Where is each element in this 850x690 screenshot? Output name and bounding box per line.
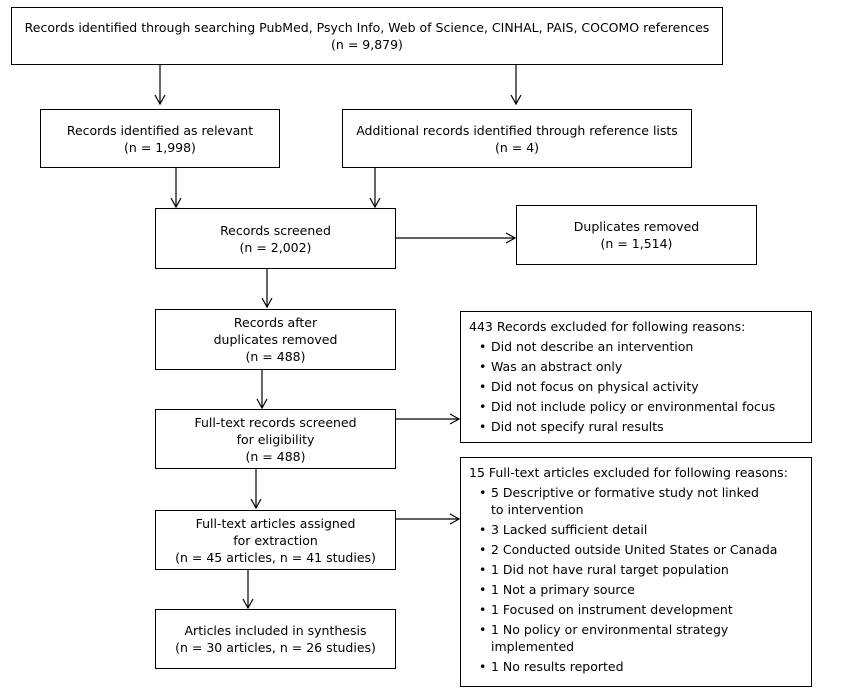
fulltext-screened-line2: for eligibility (236, 431, 315, 447)
records-identified-box: Records identified through searching Pub… (11, 7, 723, 65)
fulltext-excluded-heading: 15 Full-text articles excluded for follo… (469, 465, 788, 480)
records-screened-box: Records screened (n = 2,002) (155, 208, 396, 269)
list-item: 1 Focused on instrument development (469, 601, 803, 618)
additional-records-count: (n = 4) (494, 139, 540, 155)
list-item: Did not specify rural results (469, 418, 803, 435)
list-item: Was an abstract only (469, 358, 803, 375)
records-after-line2: duplicates removed (213, 332, 338, 347)
articles-included-title: Articles included in synthesis (184, 623, 367, 638)
list-item: 1 No policy or environmental strategy im… (469, 621, 741, 655)
list-item: Did not include policy or environmental … (469, 398, 803, 415)
records-identified-count: (n = 9,879) (331, 37, 403, 52)
articles-assigned-line2: for extraction (233, 532, 318, 548)
list-item: 3 Lacked sufficient detail (469, 521, 803, 538)
duplicates-removed-title: Duplicates removed (573, 219, 700, 234)
fulltext-screened-line1: Full-text records screened (194, 414, 357, 430)
records-after-count: (n = 488) (245, 349, 306, 364)
records-relevant-title: Records identified as relevant (66, 122, 254, 138)
records-excluded-box: 443 Records excluded for following reaso… (460, 311, 812, 443)
fulltext-excluded-list: 5 Descriptive or formative study not lin… (469, 484, 803, 675)
articles-assigned-box: Full-text articles assigned for extracti… (155, 510, 396, 570)
list-item: 2 Conducted outside United States or Can… (469, 541, 803, 558)
additional-records-title: Additional records identified through re… (356, 122, 678, 138)
records-screened-title: Records screened (220, 222, 331, 238)
duplicates-removed-count: (n = 1,514) (600, 236, 673, 251)
articles-assigned-count: (n = 45 articles, n = 41 studies) (175, 549, 376, 565)
list-item: 1 No results reported (469, 658, 803, 675)
records-relevant-box: Records identified as relevant (n = 1,99… (40, 109, 280, 168)
fulltext-screened-count: (n = 488) (245, 448, 306, 464)
fulltext-screened-box: Full-text records screened for eligibili… (155, 409, 396, 469)
articles-included-box: Articles included in synthesis (n = 30 a… (155, 609, 396, 669)
records-identified-title: Records identified through searching Pub… (24, 20, 710, 35)
additional-records-box: Additional records identified through re… (342, 109, 692, 168)
records-screened-count: (n = 2,002) (239, 239, 312, 255)
articles-assigned-line1: Full-text articles assigned (195, 515, 356, 531)
records-excluded-heading: 443 Records excluded for following reaso… (469, 319, 746, 334)
duplicates-removed-box: Duplicates removed (n = 1,514) (516, 205, 757, 265)
list-item: 1 Did not have rural target population (469, 561, 803, 578)
list-item: Did not describe an intervention (469, 338, 803, 355)
fulltext-excluded-box: 15 Full-text articles excluded for follo… (460, 457, 812, 687)
list-item: 5 Descriptive or formative study not lin… (469, 484, 771, 518)
list-item: Did not focus on physical activity (469, 378, 803, 395)
records-excluded-list: Did not describe an intervention Was an … (469, 338, 803, 435)
articles-included-count: (n = 30 articles, n = 26 studies) (175, 640, 376, 655)
records-after-duplicates-box: Records after duplicates removed (n = 48… (155, 309, 396, 370)
records-after-line1: Records after (233, 315, 318, 330)
records-relevant-count: (n = 1,998) (124, 139, 196, 155)
list-item: 1 Not a primary source (469, 581, 803, 598)
